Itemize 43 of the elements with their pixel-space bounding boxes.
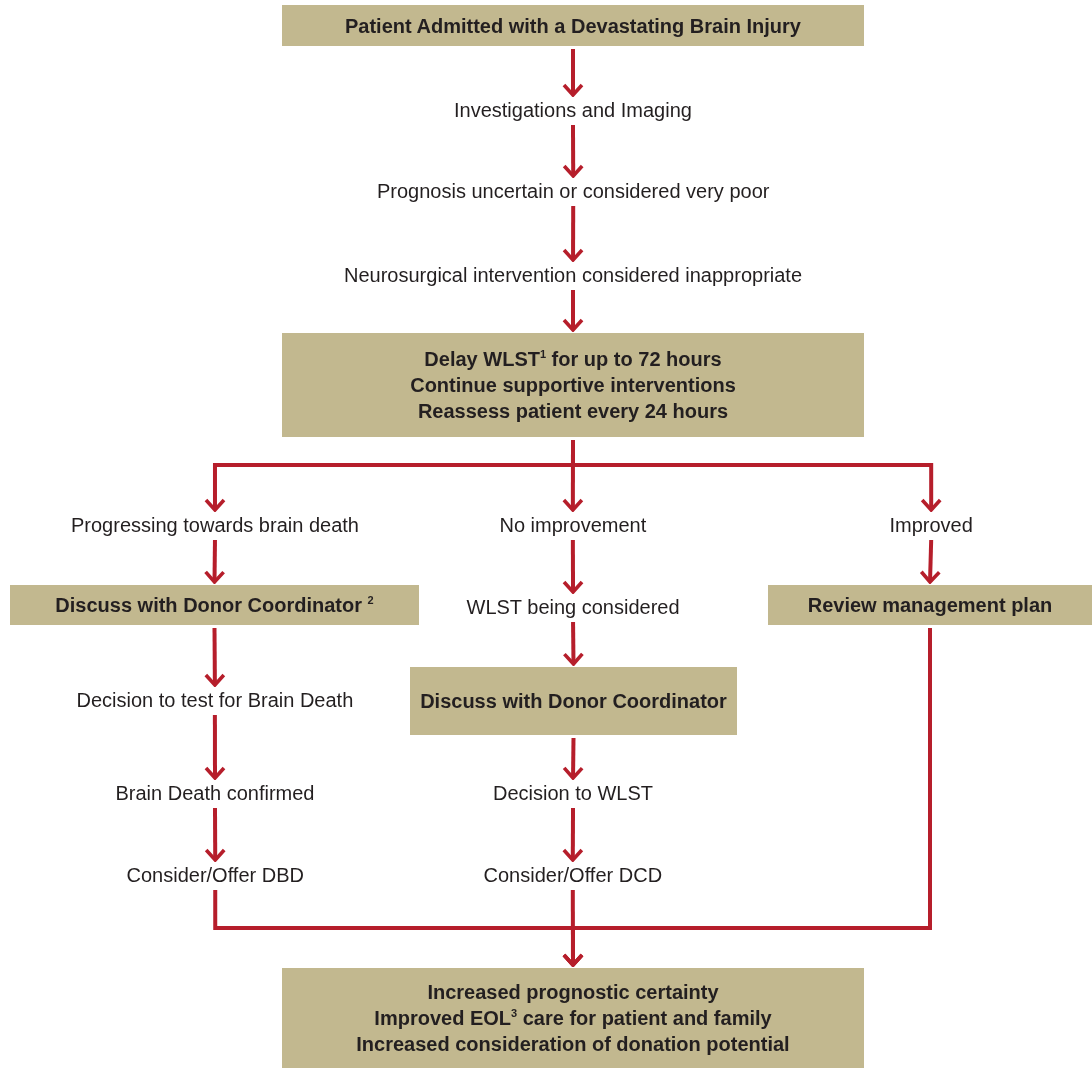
- flow-arrow: [204, 808, 226, 862]
- box-text: Increased prognostic certainty: [427, 980, 719, 1005]
- process-box: [768, 585, 1092, 625]
- process-box: [410, 667, 737, 735]
- box-text: Improved EOL$^{3}$ care for patient and family: [374, 1006, 772, 1031]
- box-text: Patient Admitted with a Devastating Brain Injury: [345, 13, 801, 39]
- step-text: Consider/Offer DBD: [126, 863, 304, 887]
- process-box: [282, 333, 864, 437]
- flow-arrow: [562, 49, 584, 97]
- flow-arrow: [562, 290, 584, 332]
- step-text: Neurosurgical intervention considered inappropriate: [344, 263, 803, 287]
- flow-arrow: [571, 440, 942, 512]
- step-text: Investigations and Imaging: [454, 98, 692, 122]
- box-text: Delay WLST$^{1}$ for up to 72 hours: [424, 347, 722, 372]
- flow-arrow: [562, 621, 585, 666]
- process-box: [282, 5, 864, 46]
- step-text: Prognosis uncertain or considered very poor: [377, 179, 770, 203]
- flow-arrow: [562, 206, 584, 262]
- flow-arrow: [204, 715, 226, 780]
- step-text: Decision to WLST: [493, 781, 654, 805]
- process-box: [282, 968, 864, 1068]
- step-text: WLST being considered: [466, 595, 680, 619]
- flow-arrow: [562, 540, 584, 594]
- box-text: Continue supportive interventions: [410, 373, 736, 398]
- flow-arrow: [203, 539, 226, 584]
- flow-arrow: [562, 628, 932, 967]
- box-text: Discuss with Donor Coordinator: [420, 689, 727, 714]
- step-text: Consider/Offer DCD: [483, 863, 663, 887]
- box-text: Review management plan: [807, 593, 1053, 618]
- step-text: Brain Death confirmed: [115, 781, 315, 805]
- flow-arrow: [562, 737, 584, 780]
- step-text: No improvement: [499, 513, 647, 537]
- process-box: [10, 585, 419, 625]
- step-text: Decision to test for Brain Death: [76, 688, 354, 712]
- flow-arrow: [919, 539, 942, 584]
- box-text: Reassess patient every 24 hours: [417, 399, 729, 424]
- step-text: Improved: [889, 513, 973, 537]
- step-text: Progressing towards brain death: [71, 513, 359, 537]
- box-text: Discuss with Donor Coordinator $^{2}$: [55, 593, 374, 618]
- flow-arrow: [562, 125, 584, 178]
- box-text: Increased consideration of donation potential: [356, 1032, 790, 1057]
- flow-arrow: [562, 808, 584, 862]
- flow-arrow: [204, 628, 226, 687]
